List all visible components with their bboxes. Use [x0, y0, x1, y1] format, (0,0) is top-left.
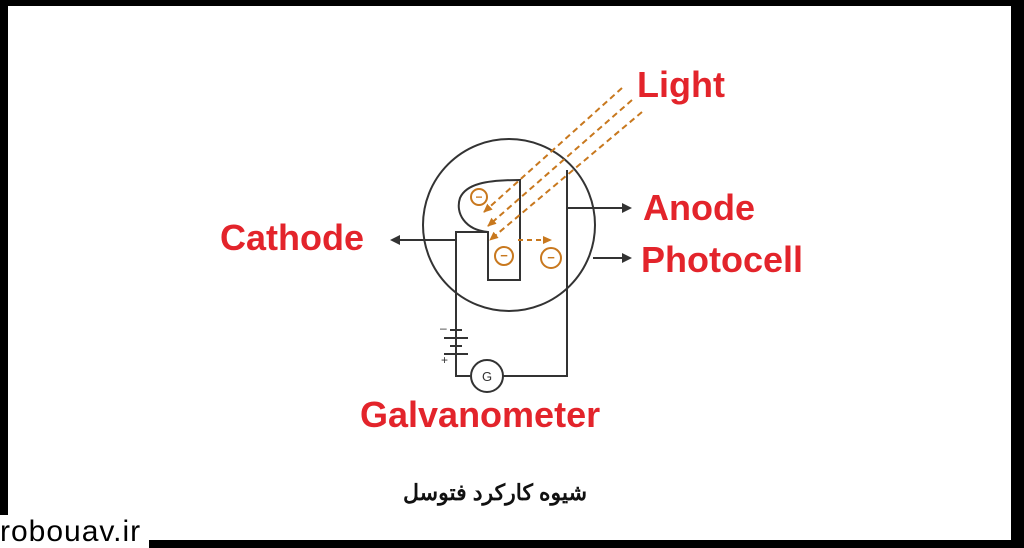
- label-galvanometer: Galvanometer: [360, 394, 600, 435]
- light-rays: [483, 87, 643, 241]
- svg-text:−: −: [475, 190, 482, 204]
- electron-icon: −: [494, 246, 514, 266]
- diagram-panel: [8, 6, 1011, 540]
- svg-text:−: −: [500, 248, 508, 263]
- battery-icon: [444, 329, 468, 355]
- battery-minus-sign: –: [440, 321, 447, 335]
- label-cathode: Cathode: [220, 217, 364, 258]
- electron-icon: −: [470, 188, 488, 206]
- battery-plus-sign: +: [441, 353, 448, 367]
- label-photocell: Photocell: [641, 239, 803, 280]
- svg-text:−: −: [547, 250, 555, 265]
- galvanometer-icon: [470, 359, 504, 393]
- label-anode: Anode: [643, 187, 755, 228]
- cathode-plate: [457, 178, 521, 281]
- anode-wire: [503, 170, 568, 377]
- glass-envelope: [422, 138, 596, 312]
- caption: شیوه کارکرد فتوسل: [403, 480, 587, 506]
- electron-icon: −: [540, 247, 562, 269]
- watermark: robouav.ir: [0, 515, 150, 548]
- label-light: Light: [637, 64, 725, 105]
- galvanometer-symbol: G: [482, 369, 492, 384]
- cathode-lead: [455, 231, 488, 377]
